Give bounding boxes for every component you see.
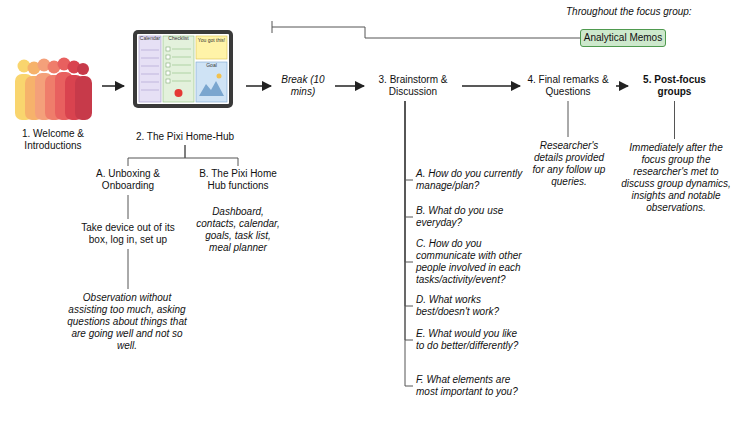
tree-line [568,101,569,137]
goal-mountain [199,81,224,96]
sticky-note [196,36,227,59]
tree-line [405,101,413,180]
flow-arrow [462,85,520,87]
stage-step: 1. Welcome & Introductions [8,55,98,152]
tree-line [405,101,413,340]
node-text: B. What do you use everyday? [416,205,526,229]
question-item: D. What works best/doesn't work? [416,294,526,318]
node-text: 4. Final remarks & Questions [524,74,612,98]
node-text: E. What would you like to do better/diff… [416,328,526,352]
flow-arrow [335,85,364,87]
node-text: Immediately after the focus group the re… [616,142,736,214]
question-item: C. How do you communicate with other peo… [416,238,526,286]
screen-label: Calendar [139,36,161,42]
flow-arrow [102,85,124,87]
node-text: 3. Brainstorm & Discussion [368,74,458,98]
goal-panel [196,62,227,102]
node-text: Break (10 mins) [275,74,331,98]
tree-line [185,145,238,166]
goal-sun [217,74,222,79]
people-illustration [12,52,96,122]
node-text: D. What works best/doesn't work? [416,294,526,318]
tree-line [405,101,413,386]
screen-label: Checklist [163,36,194,42]
break-step: Break (10 mins) [275,74,331,98]
tree-line [128,249,129,289]
step-note: Immediately after the focus group the re… [616,142,736,214]
stage-step: 4. Final remarks & Questions [524,74,612,98]
flow-arrow [246,85,271,87]
step-note: Dashboard, contacts, calendar, goals, ta… [196,206,280,254]
sub-step: A. Unboxing & Onboarding [85,168,171,192]
node-text: Observation without assisting too much, … [63,292,191,352]
node-text: Researcher's details provided for any fo… [528,140,610,188]
step-detail: Take device out of its box, log in, set … [80,222,176,246]
node-text: Analytical Memos [581,30,665,46]
flow-arrow [616,85,628,87]
stage-step: 3. Brainstorm & Discussion [368,74,458,98]
node-text: Dashboard, contacts, calendar, goals, ta… [196,206,280,254]
question-item: F. What elements are most important to y… [416,374,526,398]
screen-label: You got this! [196,38,227,44]
red-button [175,89,183,97]
tree-line [405,101,413,217]
tree-line [405,101,413,262]
tree-line [128,145,185,166]
node-text: A. Unboxing & Onboarding [85,168,171,192]
person-figure [75,63,92,120]
calendar-panel [139,36,161,102]
tree-line [405,101,413,306]
node-text: A. How do you currently manage/plan? [416,168,526,192]
step-note: Researcher's details provided for any fo… [528,140,610,188]
step-note: Observation without assisting too much, … [63,292,191,352]
question-item: A. How do you currently manage/plan? [416,168,526,192]
checklist-panel [163,36,194,102]
stage-step: 5. Post-focus groups [632,74,717,98]
node-text: Take device out of its box, log in, set … [80,222,176,246]
node-text: 2. The Pixi Home-Hub [128,131,242,143]
screen-label: Goal [196,63,227,69]
checkbox-rows [166,47,170,83]
node-text: F. What elements are most important to y… [416,374,526,398]
node-text: B. The Pixi Home Hub functions [194,168,282,192]
question-item: B. What do you use everyday? [416,205,526,229]
tablet-frame [133,30,233,108]
memo-box: Analytical Memos [580,29,666,47]
sub-step: B. The Pixi Home Hub functions [194,168,282,192]
stage-step: 2. The Pixi Home-Hub [128,28,242,143]
tablet-screen [137,34,229,104]
node-text: 1. Welcome & Introductions [8,128,98,152]
question-item: E. What would you like to do better/diff… [416,328,526,352]
node-text: C. How do you communicate with other peo… [416,238,526,286]
memo-bracket [272,21,580,38]
node-text: 5. Post-focus groups [632,74,717,98]
tree-line [128,195,129,219]
checklist-lines [172,49,191,81]
note-label: Throughout the focus group: [566,6,726,17]
tree-line [674,101,675,139]
calendar-rows [141,50,159,90]
